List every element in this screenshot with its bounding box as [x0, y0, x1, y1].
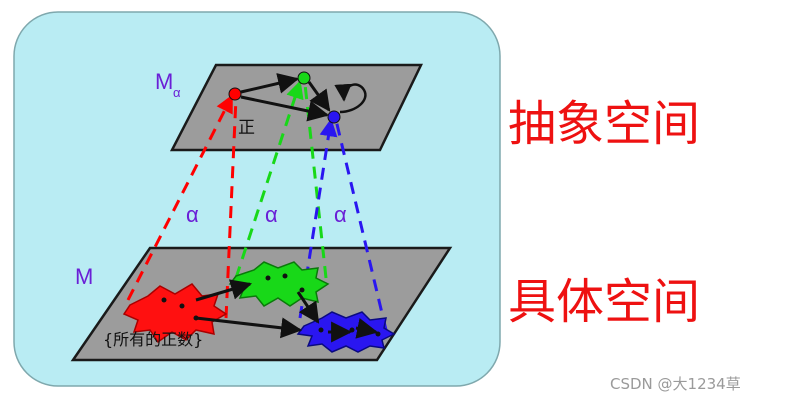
concrete-set-label: {所有的正数}: [103, 330, 203, 349]
concrete-plane-label: M: [75, 264, 93, 289]
mapping-label-2: α: [265, 202, 278, 227]
abstract-plane-label: M: [155, 69, 173, 94]
abstract-plane-subscript: α: [173, 85, 181, 100]
abstract-space-title: 抽象空间: [508, 96, 700, 152]
concrete-space-title: 具体空间: [508, 274, 700, 330]
abstract-node-label: 正: [238, 118, 255, 138]
mapping-label-1: α: [186, 202, 199, 227]
abstract-node-blue: [328, 111, 340, 123]
abstract-node-red: [229, 88, 241, 100]
watermark: CSDN @大1234草: [610, 375, 741, 393]
mapping-label-3: α: [334, 202, 347, 227]
abstract-node-green: [298, 72, 310, 84]
